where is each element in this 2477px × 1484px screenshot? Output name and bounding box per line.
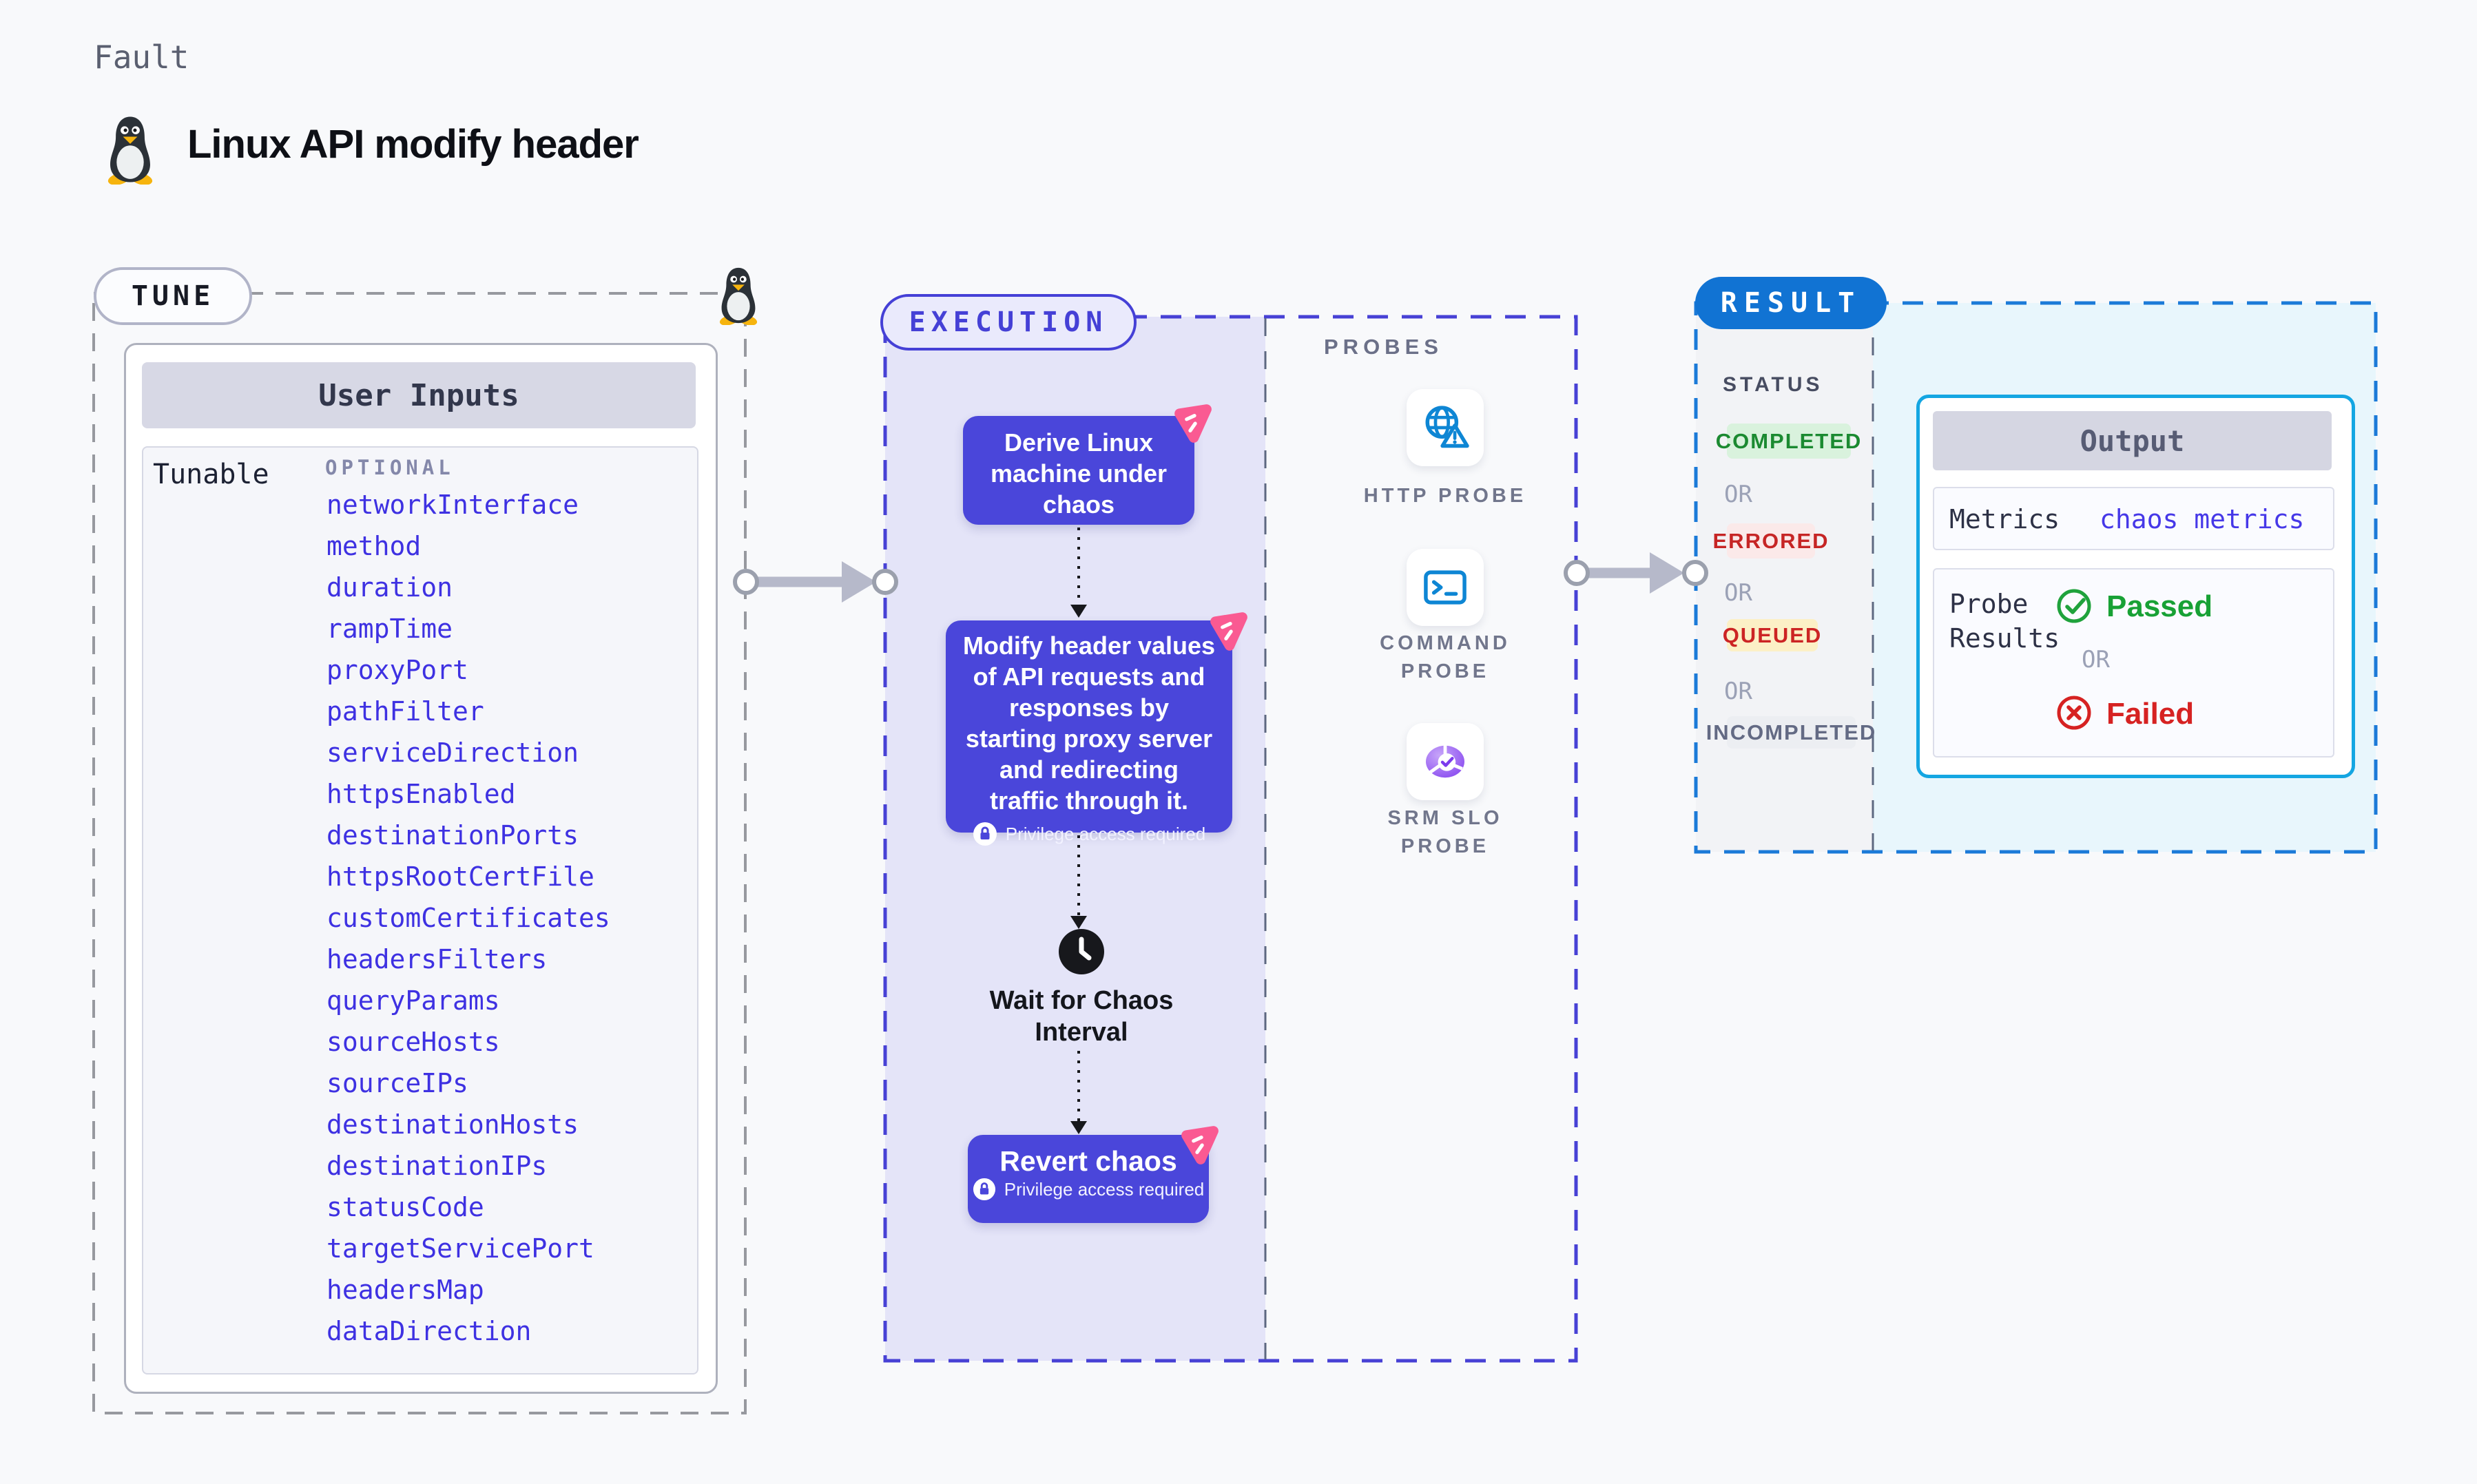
probes-to-result-arrow bbox=[1564, 552, 1708, 594]
chaos-metrics-link[interactable]: chaos metrics bbox=[2100, 504, 2305, 534]
tunable-label: Tunable bbox=[153, 459, 269, 490]
failed-label: Failed bbox=[2106, 697, 2195, 731]
or-separator: OR bbox=[2082, 646, 2110, 673]
tunable-param-link[interactable]: customCertificates bbox=[327, 903, 610, 933]
page-title: Linux API modify header bbox=[187, 122, 639, 167]
tunable-param-link[interactable]: destinationHosts bbox=[327, 1109, 579, 1140]
tunable-param-link[interactable]: headersFilters bbox=[327, 944, 548, 974]
tunable-param-link[interactable]: networkInterface bbox=[327, 490, 579, 520]
or-separator: OR bbox=[1724, 481, 1752, 508]
tunable-param-link[interactable]: proxyPort bbox=[327, 655, 468, 685]
tunable-param-list: networkInterface method duration rampTime pr… bbox=[327, 492, 685, 1344]
status-badge-errored: ERRORED bbox=[1713, 523, 1828, 558]
probes-heading: PROBES bbox=[1324, 335, 1443, 359]
srm-slo-probe-card bbox=[1407, 723, 1484, 800]
status-badge-completed: COMPLETED bbox=[1716, 424, 1861, 459]
tunable-param-link[interactable]: targetServicePort bbox=[327, 1233, 594, 1264]
derive-step-text: Derive Linux machine under chaos bbox=[990, 428, 1168, 519]
linux-tux-icon bbox=[107, 116, 153, 185]
revert-chaos-step: Revert chaos Privilege access required bbox=[968, 1135, 1209, 1223]
http-probe-card bbox=[1407, 389, 1484, 466]
tune-to-execution-arrow bbox=[733, 561, 898, 603]
privilege-row: Privilege access required bbox=[968, 1178, 1209, 1201]
optional-label: OPTIONAL bbox=[325, 456, 455, 479]
terminal-icon bbox=[1424, 570, 1466, 605]
status-badge-queued: QUEUED bbox=[1723, 619, 1821, 651]
chaos-fault-icon bbox=[1174, 404, 1212, 443]
tune-pill-label: TUNE bbox=[131, 280, 215, 312]
chaos-fault-icon bbox=[1181, 1126, 1219, 1164]
lock-icon bbox=[973, 1178, 995, 1201]
revert-step-text: Revert chaos bbox=[999, 1145, 1177, 1177]
tux-corner-icon bbox=[719, 267, 758, 325]
tunable-param-link[interactable]: queryParams bbox=[327, 985, 500, 1016]
tunable-param-link[interactable]: httpsRootCertFile bbox=[327, 861, 594, 892]
check-circle-icon bbox=[2057, 589, 2091, 623]
modify-header-step: Modify header values of API requests and… bbox=[946, 620, 1232, 846]
globe-warning-icon bbox=[1425, 406, 1469, 448]
probe-results-label: Probe Results bbox=[1949, 589, 2060, 654]
tunable-param-link[interactable]: serviceDirection bbox=[327, 738, 579, 768]
privilege-text: Privilege access required bbox=[1005, 823, 1206, 844]
result-pill-label: RESULT bbox=[1720, 287, 1862, 319]
tune-section-pill: TUNE bbox=[94, 267, 252, 325]
wait-clock-icon bbox=[1059, 929, 1104, 974]
metrics-label: Metrics bbox=[1949, 504, 2060, 534]
tunable-param-link[interactable]: sourceHosts bbox=[327, 1027, 500, 1057]
command-probe-card bbox=[1407, 549, 1484, 626]
passed-label: Passed bbox=[2106, 589, 2213, 623]
status-heading: STATUS bbox=[1723, 373, 1823, 396]
fault-kicker: Fault bbox=[94, 39, 189, 76]
result-section-pill: RESULT bbox=[1695, 277, 1887, 329]
tunable-param-link[interactable]: destinationPorts bbox=[327, 820, 579, 850]
or-separator: OR bbox=[1724, 678, 1752, 705]
privilege-row: Privilege access required bbox=[946, 822, 1232, 846]
command-probe-label: COMMAND PROBE bbox=[1380, 632, 1511, 682]
tunable-param-link[interactable]: statusCode bbox=[327, 1192, 484, 1222]
chaos-fault-icon bbox=[1210, 612, 1247, 651]
tunable-param-link[interactable]: destinationIPs bbox=[327, 1151, 548, 1181]
http-probe-label: HTTP PROBE bbox=[1363, 485, 1527, 507]
tunable-param-link[interactable]: sourceIPs bbox=[327, 1068, 468, 1098]
tunable-param-link[interactable]: httpsEnabled bbox=[327, 779, 516, 809]
wait-for-chaos-label: Wait for Chaos Interval bbox=[989, 986, 1174, 1047]
srm-slo-probe-label: SRM SLO PROBE bbox=[1387, 807, 1503, 857]
status-badge-incompleted: INCOMPLETED bbox=[1706, 716, 1875, 749]
or-separator: OR bbox=[1724, 579, 1752, 607]
slo-donut-check-icon bbox=[1426, 744, 1464, 778]
tunable-param-link[interactable]: headersMap bbox=[327, 1275, 484, 1305]
tunable-param-link[interactable]: pathFilter bbox=[327, 696, 484, 727]
x-circle-icon bbox=[2057, 696, 2091, 730]
modify-step-text: Modify header values of API requests and… bbox=[962, 631, 1216, 815]
tunable-param-link[interactable]: method bbox=[327, 531, 422, 561]
tunable-param-link[interactable]: duration bbox=[327, 572, 453, 603]
lock-icon bbox=[973, 822, 997, 846]
execution-section-pill: EXECUTION bbox=[880, 294, 1137, 351]
output-panel-title: Output bbox=[1933, 411, 2332, 470]
privilege-text: Privilege access required bbox=[1004, 1178, 1205, 1200]
derive-machine-step: Derive Linux machine under chaos bbox=[963, 416, 1194, 525]
user-inputs-title: User Inputs bbox=[142, 362, 696, 428]
tunable-param-link[interactable]: rampTime bbox=[327, 614, 453, 644]
execution-pill-label: EXECUTION bbox=[909, 306, 1108, 338]
tunable-param-link[interactable]: dataDirection bbox=[327, 1316, 532, 1346]
